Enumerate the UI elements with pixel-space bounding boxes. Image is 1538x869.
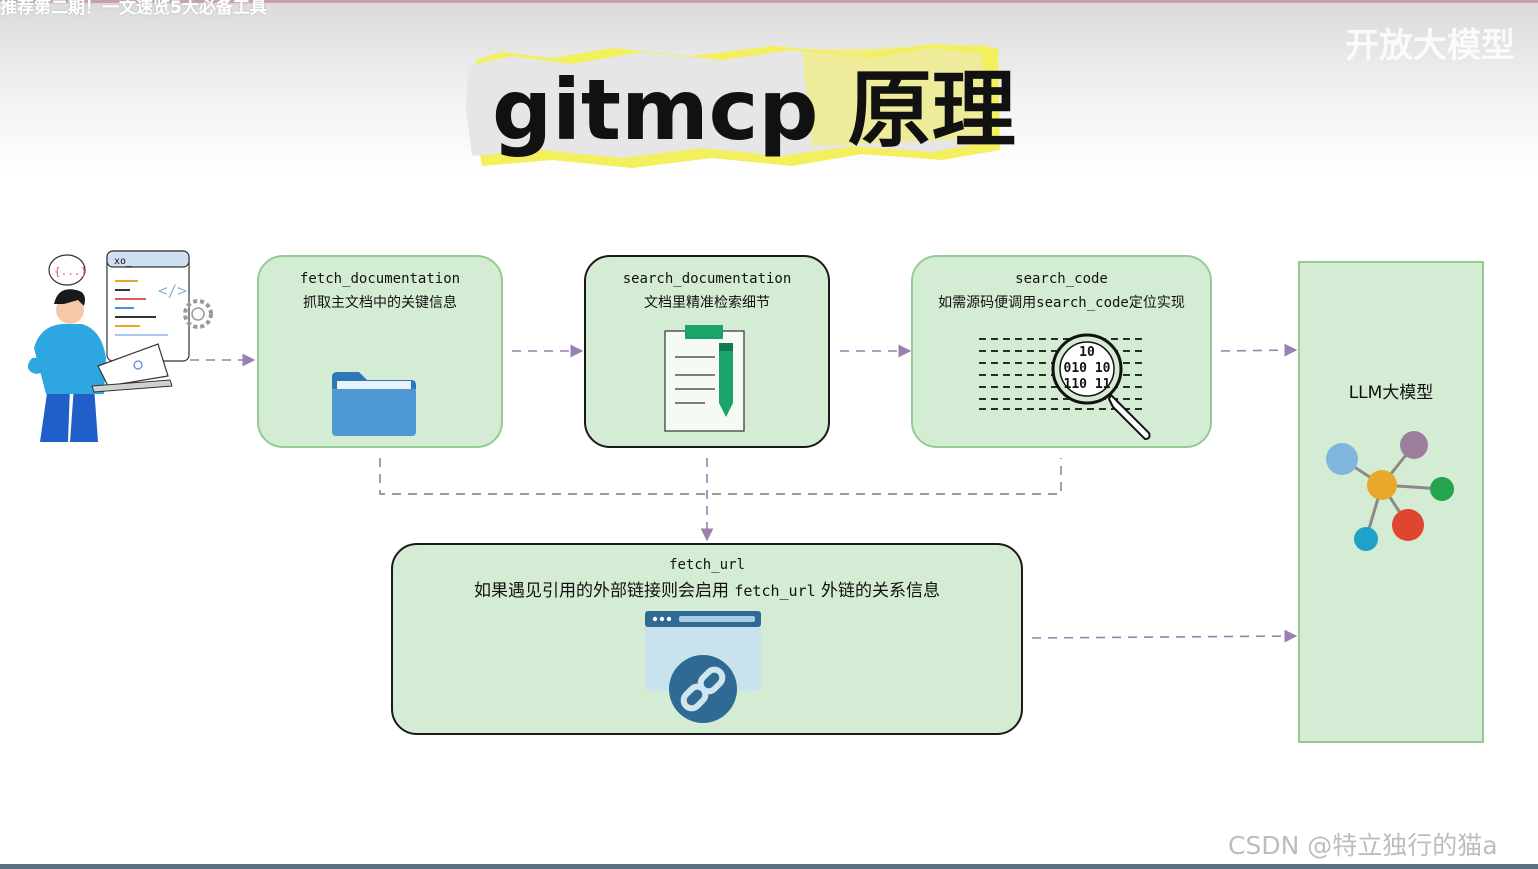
binary-line-2: 010 10 xyxy=(1064,361,1111,376)
page-title: gitmcp 原理 xyxy=(492,61,1016,159)
node-fetch-documentation: fetch_documentation 抓取主文档中的关键信息 xyxy=(257,255,503,448)
molecule-icon xyxy=(1326,431,1454,551)
node-fetch-documentation-name: fetch_documentation xyxy=(299,271,461,287)
node-search-documentation-name: search_documentation xyxy=(622,271,792,287)
binary-line-1: 10 xyxy=(1079,345,1095,360)
title-banner: gitmcp 原理 xyxy=(462,38,1016,170)
node-search-code-name: search_code xyxy=(1015,271,1108,287)
node-search-code-desc: 如需源码便调用search_code定位实现 xyxy=(938,295,1185,311)
node-search-documentation: search_documentation 文档里精准检索细节 xyxy=(584,255,830,448)
bracket-to-fetch-url xyxy=(379,458,1062,495)
arrow-search-code-to-llm xyxy=(1220,343,1298,357)
folder-icon xyxy=(332,372,416,436)
node-search-documentation-desc: 文档里精准检索细节 xyxy=(644,295,770,311)
node-search-code: search_code 如需源码便调用search_code定位实现 10 01… xyxy=(911,255,1212,448)
speech-bubble-text: {...} xyxy=(54,265,87,278)
top-strip xyxy=(0,0,1538,3)
window-title-text: xo_ xyxy=(114,256,133,267)
binary-line-3: 110 11 xyxy=(1064,377,1111,392)
node-llm-label: LLM大模型 xyxy=(1348,383,1434,403)
code-tag-text: </> xyxy=(158,281,187,300)
node-llm: LLM大模型 xyxy=(1298,261,1484,743)
node-fetch-documentation-desc: 抓取主文档中的关键信息 xyxy=(303,295,457,311)
node-fetch-url-desc: 如果遇见引用的外部链接则会启用 fetch_url 外链的关系信息 xyxy=(473,581,941,601)
video-caption: 推荐第二期！一文速览5大必备工具 xyxy=(0,0,267,18)
arrow-fetch-url-to-llm xyxy=(1031,629,1298,643)
binary-magnifier-icon: 10 010 10 110 11 xyxy=(979,333,1151,441)
bottom-strip xyxy=(0,864,1538,869)
csdn-watermark: CSDN @特立独行的猫a xyxy=(1228,831,1498,860)
node-fetch-url-name: fetch_url xyxy=(669,557,745,573)
node-fetch-url: fetch_url 如果遇见引用的外部链接则会启用 fetch_url 外链的关… xyxy=(391,543,1023,735)
developer-laptop-illustration: xo_ </> {...} xyxy=(27,250,213,442)
corner-watermark: 开放大模型 xyxy=(1345,26,1515,66)
torn-paper-highlight xyxy=(466,44,1000,168)
browser-link-icon xyxy=(645,611,761,723)
document-pen-icon xyxy=(664,325,745,432)
